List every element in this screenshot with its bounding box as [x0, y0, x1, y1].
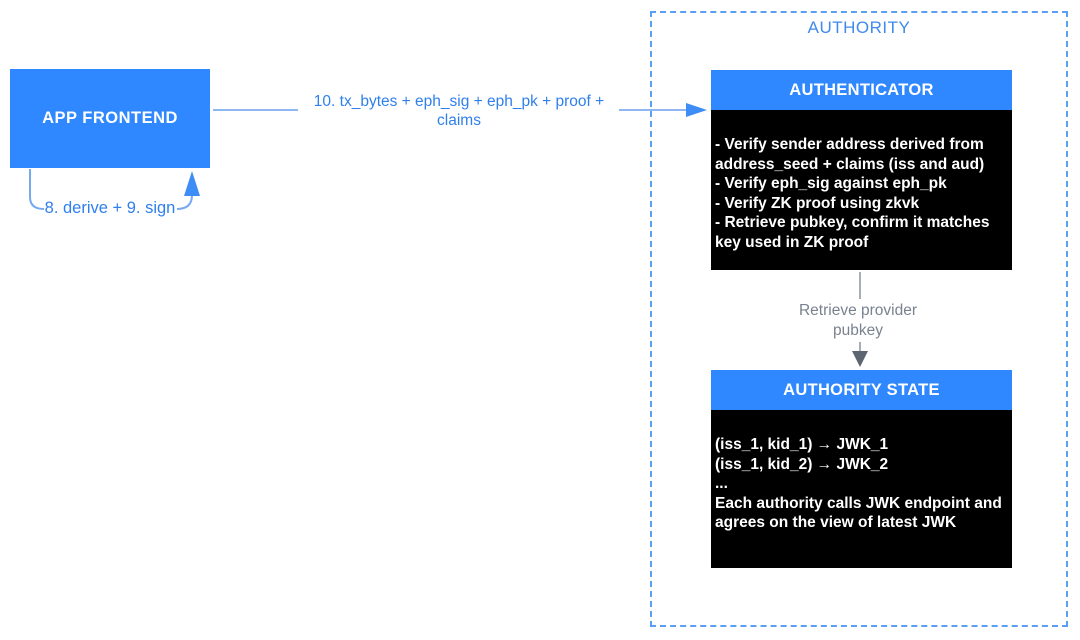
authority-container: AUTHORITY AUTHENTICATOR - Verify sender …: [650, 11, 1068, 627]
authenticator-line: address_seed + claims (iss and aud): [715, 155, 985, 173]
authority-state-line: ...: [715, 475, 728, 492]
authority-state-body: (iss_1, kid_1) → JWK_1 (iss_1, kid_2) → …: [711, 410, 1012, 568]
retrieve-arrow-label-line1: Retrieve provider: [798, 302, 918, 319]
flow-arrow-label: 10. tx_bytes + eph_sig + eph_pk + proof …: [298, 92, 620, 130]
flow-arrow-label-line1: 10. tx_bytes + eph_sig + eph_pk + proof …: [313, 93, 605, 110]
authority-state-node: AUTHORITY STATE (iss_1, kid_1) → JWK_1 (…: [711, 370, 1012, 568]
authority-state-header: AUTHORITY STATE: [711, 370, 1012, 410]
flow-arrow-label-line2: claims: [437, 112, 481, 129]
loop-arrowhead-icon: [184, 171, 200, 196]
authenticator-line: - Retrieve pubkey, confirm it matches: [715, 214, 990, 231]
retrieve-arrow-label-line2: pubkey: [833, 322, 883, 339]
app-frontend-label: APP FRONTEND: [42, 109, 178, 127]
authenticator-body: - Verify sender address derived from add…: [711, 110, 1012, 270]
retrieve-arrow-label: Retrieve provider pubkey: [758, 301, 958, 341]
authenticator-line: - Verify sender address derived from: [715, 136, 984, 153]
authority-state-line: Each authority calls JWK endpoint and: [715, 494, 1002, 512]
authority-state-line: agrees on the view of latest JWK: [715, 514, 957, 531]
authority-title: AUTHORITY: [807, 18, 911, 37]
authenticator-line: - Verify eph_sig against eph_pk: [715, 175, 947, 192]
authenticator-line: key used in ZK proof: [715, 233, 869, 251]
authenticator-line: - Verify ZK proof using zkvk: [715, 194, 920, 212]
authenticator-node: AUTHENTICATOR - Verify sender address de…: [711, 70, 1012, 270]
authenticator-header: AUTHENTICATOR: [711, 70, 1012, 110]
app-frontend-node: APP FRONTEND: [10, 69, 210, 168]
loop-arrow-label: 8. derive + 9. sign: [44, 199, 176, 217]
authority-state-line: (iss_1, kid_1) → JWK_1: [715, 436, 889, 453]
authority-state-line: (iss_1, kid_2) → JWK_2: [715, 455, 889, 473]
